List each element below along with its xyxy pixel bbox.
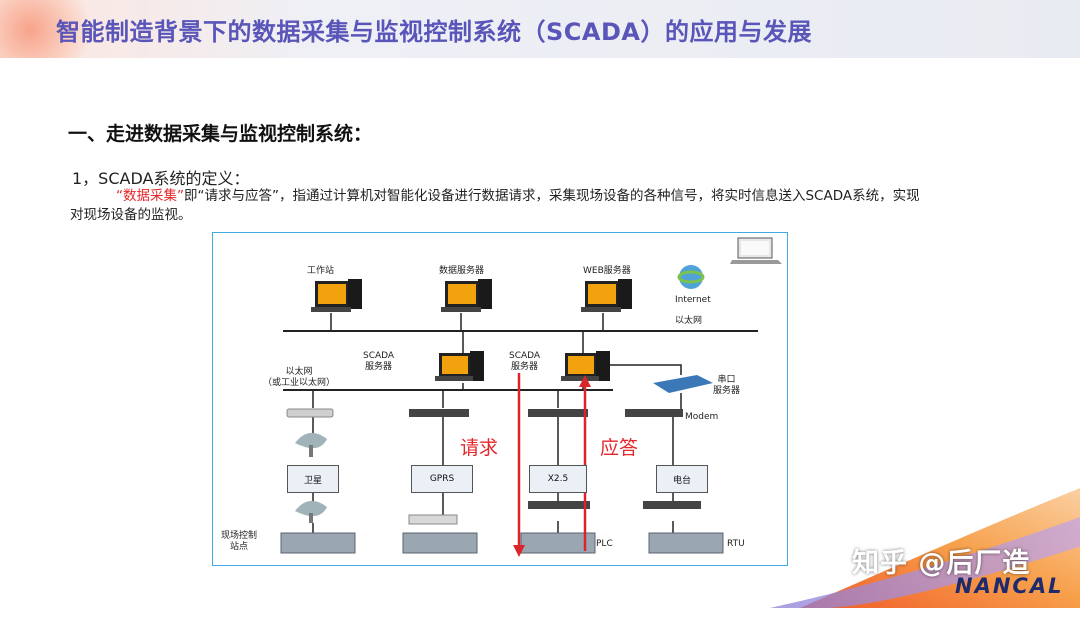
header-decoration xyxy=(0,0,1080,58)
data-server-label: 数据服务器 xyxy=(439,266,485,276)
watermark: 知乎 @后厂造 xyxy=(852,548,1031,579)
header-bar: 智能制造背景下的数据采集与监视控制系统（SCADA）的应用与发展 xyxy=(0,0,1080,58)
plc-label: PLC xyxy=(596,539,613,549)
scada-server-label-1: SCADA 服务器 xyxy=(363,351,395,372)
laptop-icon xyxy=(730,237,782,264)
gprs-box: GPRS xyxy=(411,465,473,493)
web-server-label: WEB服务器 xyxy=(583,266,631,276)
site-station-label: 现场控制 站点 xyxy=(221,531,258,552)
radio-box: 电台 xyxy=(656,465,708,493)
request-label: 请求 xyxy=(460,437,499,459)
ethernet-label: 以太网 xyxy=(675,316,703,326)
internet-label: Internet xyxy=(675,295,711,305)
diagram-lines xyxy=(280,265,758,557)
rtu-label: RTU xyxy=(727,539,745,549)
satellite-box: 卫星 xyxy=(287,465,339,493)
workstation-label: 工作站 xyxy=(307,266,335,276)
corner-decoration xyxy=(770,488,1080,608)
response-label: 应答 xyxy=(600,437,639,459)
highlight-term: “数据采集” xyxy=(116,188,184,204)
section-title: 一、走进数据采集与监视控制系统： xyxy=(68,123,373,145)
definition-text: 即“请求与应答”，指通过计算机对智能化设备进行数据请求，采集现场设备的各种信号，… xyxy=(70,188,920,223)
brand-logo: NANCAL xyxy=(955,574,1064,598)
x25-box: X2.5 xyxy=(529,465,587,493)
scada-architecture-diagram: 工作站 数据服务器 WEB服务器 Internet 以太网 SCADA 服务器 … xyxy=(212,232,788,566)
page-title: 智能制造背景下的数据采集与监视控制系统（SCADA）的应用与发展 xyxy=(56,18,812,46)
serial-server-label: 串口 服务器 xyxy=(713,375,741,396)
definition-paragraph: “数据采集”即“请求与应答”，指通过计算机对智能化设备进行数据请求，采集现场设备… xyxy=(70,187,920,225)
subsection-title: 1，SCADA系统的定义： xyxy=(72,169,250,188)
modem-label: Modem xyxy=(685,412,719,422)
scada-server-label-2: SCADA 服务器 xyxy=(509,351,541,372)
industrial-ethernet-label: 以太网 （或工业以太网） xyxy=(263,367,336,388)
